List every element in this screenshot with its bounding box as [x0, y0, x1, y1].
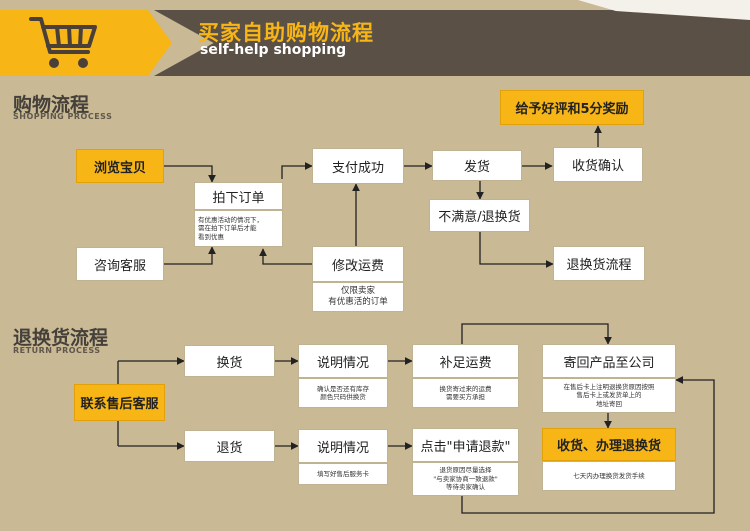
- shopping-section-title: 购物流程: [13, 94, 90, 116]
- review-reward-box: 给予好评和5分奖励: [500, 90, 644, 125]
- banner-bar: [154, 10, 750, 76]
- apply-refund-box: 点击"申请退款": [412, 428, 519, 462]
- browse-products-box: 浏览宝贝: [76, 149, 164, 183]
- pay-shipping-note: 换货寄过来的运费 需要买方承担: [412, 378, 519, 408]
- shopping-cart-icon: [29, 17, 97, 68]
- place-order-note: 有优惠活动的情况下， 需在拍下订单后才能 看到优惠: [194, 210, 283, 247]
- send-back-note: 在售后卡上注明退换货原因按照 售后卡上或发货单上的 地址寄回: [542, 378, 676, 413]
- modify-shipping-note: 仅限卖家 有优惠活的订单: [312, 282, 404, 312]
- exchange-box: 换货: [184, 345, 275, 377]
- refund-box: 退货: [184, 430, 275, 462]
- page-subtitle: self-help shopping: [200, 42, 347, 58]
- send-back-box: 寄回产品至公司: [542, 344, 676, 378]
- receive-process-box: 收货、办理退换货: [542, 428, 676, 461]
- return-section-subtitle: RETURN PROCESS: [13, 346, 101, 355]
- page-title: 买家自助购物流程: [198, 21, 374, 45]
- shopping-section-subtitle: SHOPPING PROCESS: [13, 112, 113, 121]
- explain-refund-box: 说明情况: [298, 429, 388, 463]
- place-order-box: 拍下订单: [194, 182, 283, 210]
- explain-exchange-note: 确认是否还有库存 颜色只码供换货: [298, 378, 388, 408]
- consult-service-box: 咨询客服: [76, 247, 164, 281]
- confirm-receipt-box: 收货确认: [553, 147, 643, 182]
- contact-aftersales-box: 联系售后客服: [74, 384, 165, 421]
- return-section-title: 退换货流程: [13, 327, 109, 349]
- payment-success-box: 支付成功: [312, 148, 404, 184]
- ship-box: 发货: [432, 150, 522, 181]
- explain-refund-note: 填写好售后服务卡: [298, 463, 388, 485]
- pay-shipping-box: 补足运费: [412, 344, 519, 378]
- unsatisfied-return-box: 不满意/退换货: [429, 199, 530, 232]
- modify-shipping-box: 修改运费: [312, 246, 404, 282]
- receive-process-note: 七天内办理换货发货手续: [542, 461, 676, 491]
- apply-refund-note: 退货原因尽量选择 "与卖家协商一致退款" 等待卖家确认: [412, 462, 519, 496]
- explain-exchange-box: 说明情况: [298, 344, 388, 378]
- return-flow-box: 退换货流程: [553, 246, 645, 281]
